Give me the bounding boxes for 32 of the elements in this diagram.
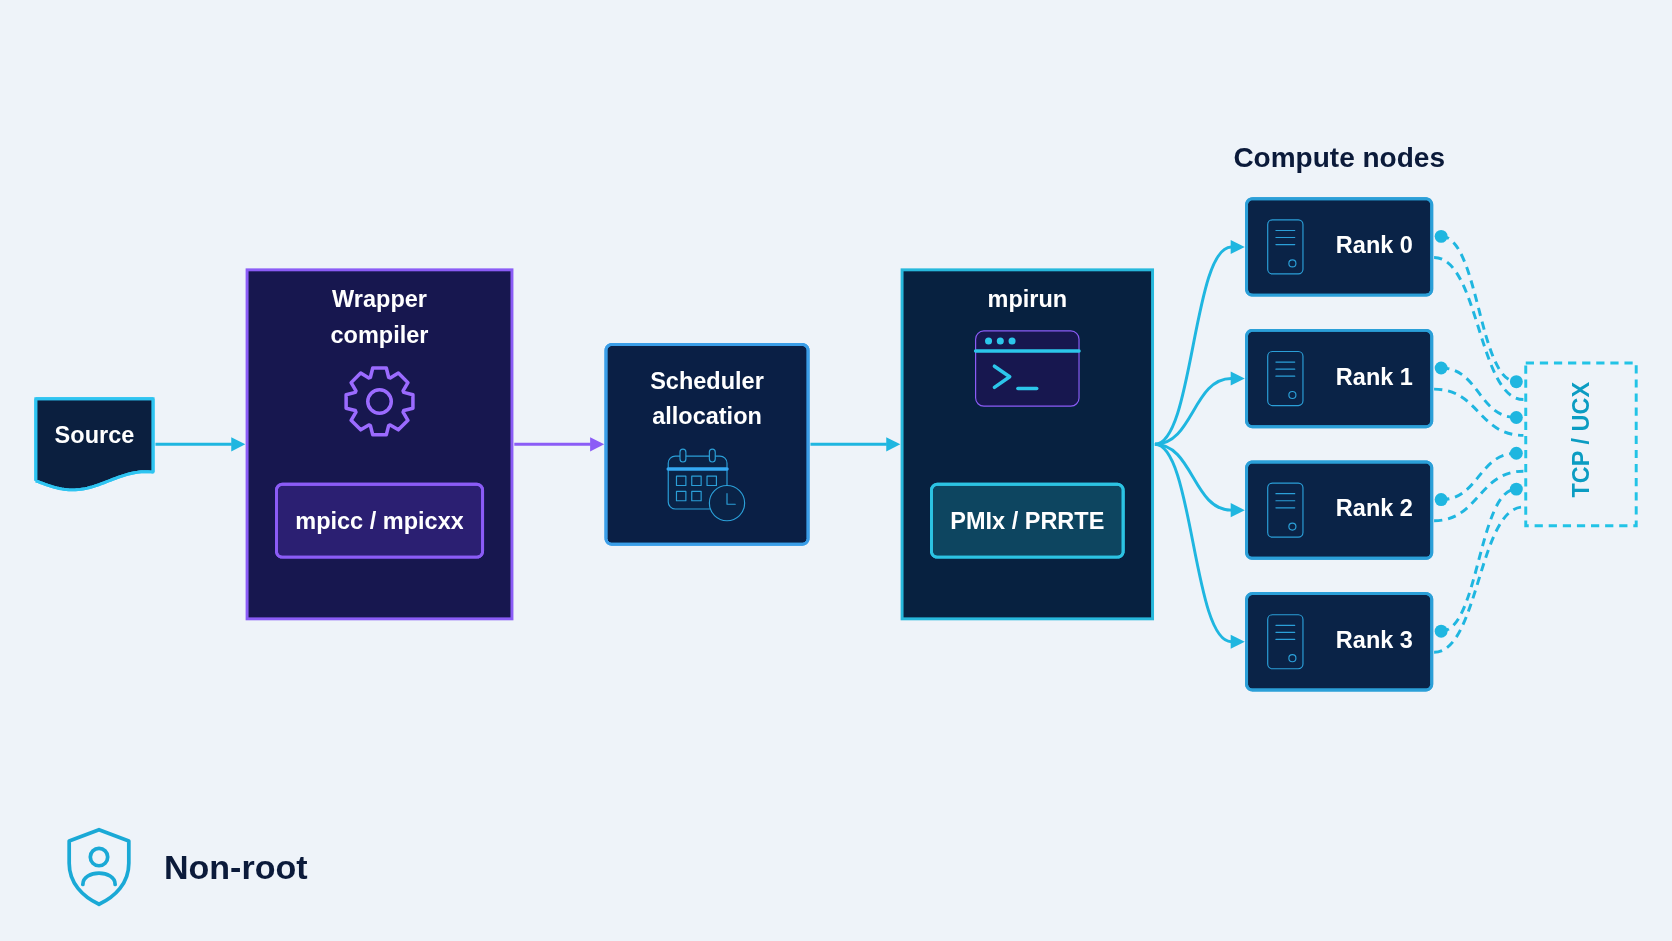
arrow	[810, 436, 901, 452]
node-label: Rank 1	[1335, 363, 1413, 390]
dashed-line	[1433, 505, 1524, 654]
dashed-line	[1433, 387, 1524, 437]
dashed-connector-line	[1434, 446, 1523, 506]
node-label: Rank 2	[1335, 494, 1413, 521]
node-label: Source	[54, 421, 135, 448]
dashed-connector-line	[1434, 361, 1523, 424]
process-box	[604, 342, 810, 546]
group-title: mpirun	[987, 285, 1068, 312]
dashed-connector-line	[1434, 482, 1523, 638]
document-shape	[34, 397, 155, 491]
process-box	[275, 482, 485, 559]
section-heading: Compute nodes	[1233, 142, 1445, 175]
process-box	[1245, 328, 1434, 428]
dashed-line	[1433, 255, 1524, 401]
bus-label: TCP / UCX	[1567, 381, 1595, 498]
dashed-connector-line	[1434, 229, 1523, 388]
node-label: mpicc / mpicxx	[295, 507, 464, 534]
node-label: Rank 3	[1335, 626, 1413, 653]
arrow	[1154, 239, 1245, 446]
label-text: Non-root	[164, 847, 308, 887]
group-title: Wrapper compiler	[329, 284, 430, 350]
bus-bar	[1524, 361, 1638, 527]
node-label: Scheduler allocation	[649, 366, 765, 431]
process-box	[930, 482, 1125, 559]
arrow	[514, 436, 605, 452]
dashed-line	[1433, 469, 1524, 522]
arrow	[1154, 442, 1245, 649]
node-label: Rank 0	[1335, 231, 1413, 258]
arrow	[155, 436, 246, 452]
node-label: PMIx / PRRTE	[950, 507, 1105, 534]
